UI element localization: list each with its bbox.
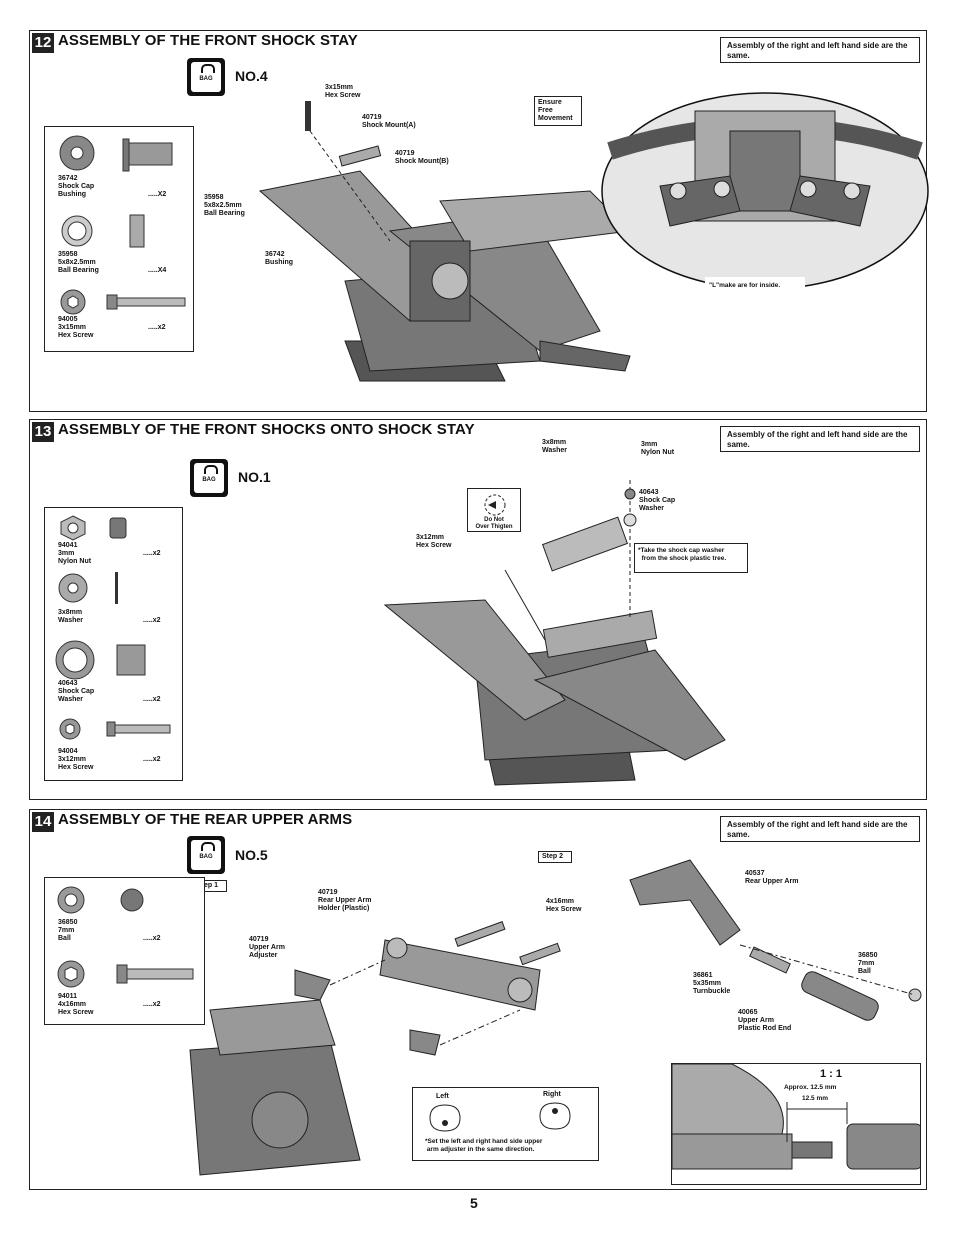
step-number: 12 bbox=[32, 33, 54, 53]
part-label: 94011 4x16mm Hex Screw bbox=[58, 993, 94, 1016]
bag-label: BAG bbox=[202, 477, 216, 483]
right-label: Right bbox=[543, 1091, 561, 1098]
callout-arm: 40537 Rear Upper Arm bbox=[745, 870, 799, 885]
step-12-panel: 12 ASSEMBLY OF THE FRONT SHOCK STAY Asse… bbox=[29, 30, 929, 412]
bushing-icon bbox=[59, 135, 173, 172]
adjuster-left-icon bbox=[429, 1104, 461, 1132]
scale-detail-illustration bbox=[672, 1064, 920, 1170]
symmetry-note: Assembly of the right and left hand side… bbox=[720, 816, 920, 842]
step-title: ASSEMBLY OF THE FRONT SHOCK STAY bbox=[58, 32, 358, 49]
step-2-label: Step 2 bbox=[538, 851, 572, 863]
step-title: ASSEMBLY OF THE FRONT SHOCKS ONTO SHOCK … bbox=[58, 421, 475, 438]
part-label: 36742 Shock Cap Bushing bbox=[58, 175, 95, 198]
step-title: ASSEMBLY OF THE REAR UPPER ARMS bbox=[58, 811, 353, 828]
part-label: 36850 7mm Ball bbox=[58, 919, 78, 942]
adjuster-right-icon bbox=[539, 1102, 571, 1130]
callout-ball: 36850 7mm Ball bbox=[858, 952, 878, 975]
parts-list: 36742 Shock Cap Bushing .....X2 35958 5x… bbox=[44, 126, 194, 352]
callout-screw: 3x12mm Hex Screw bbox=[416, 534, 452, 549]
detail-magnifier bbox=[601, 92, 929, 290]
shock-cap-washer-icon bbox=[55, 640, 146, 680]
left-label: Left bbox=[436, 1093, 449, 1100]
callout-bearing: 35958 5x8x2.5mm Ball Bearing bbox=[204, 194, 245, 217]
ball-bearing-icon bbox=[61, 214, 145, 248]
symmetry-note: Assembly of the right and left hand side… bbox=[720, 426, 920, 452]
callout-mount-b: 40719 Shock Mount(B) bbox=[395, 150, 449, 165]
ensure-note: Ensure Free Movement bbox=[534, 96, 582, 126]
callout-holder: 40719 Rear Upper Arm Holder (Plastic) bbox=[318, 889, 372, 912]
part-qty: .....X2 bbox=[148, 191, 167, 198]
part-qty: .....x2 bbox=[143, 756, 161, 763]
page-number: 5 bbox=[470, 1195, 478, 1211]
part-qty: .....x2 bbox=[143, 550, 161, 557]
bag-number: NO.5 bbox=[235, 847, 268, 863]
hex-screw-icon bbox=[60, 289, 186, 315]
parts-list: 36850 7mm Ball .....x2 94011 4x16mm Hex … bbox=[44, 877, 205, 1025]
nylon-nut-icon bbox=[60, 515, 127, 541]
do-not-overtighten-box: Do Not Over Thigten bbox=[467, 488, 521, 532]
part-qty: .....X4 bbox=[148, 267, 167, 274]
part-qty: .....x2 bbox=[143, 696, 161, 703]
rear-gearbox-illustration bbox=[189, 921, 561, 1176]
hex-screw-icon bbox=[57, 960, 194, 988]
callout-adjuster: 40719 Upper Arm Adjuster bbox=[249, 936, 285, 959]
shock-stay-assembly-illustration bbox=[258, 101, 632, 382]
bag-label: BAG bbox=[199, 76, 213, 82]
approx-label: Approx. 12.5 mm bbox=[784, 1084, 837, 1091]
step-13-panel: 13 ASSEMBLY OF THE FRONT SHOCKS ONTO SHO… bbox=[29, 419, 927, 800]
bag-number: NO.1 bbox=[238, 469, 271, 485]
dimension-label: 12.5 mm bbox=[802, 1095, 829, 1102]
part-label: 35958 5x8x2.5mm Ball Bearing bbox=[58, 251, 99, 274]
bag-icon: BAG bbox=[187, 836, 225, 874]
callout-cap-washer: 40643 Shock Cap Washer bbox=[639, 489, 676, 512]
bag-icon: BAG bbox=[187, 58, 225, 96]
part-label: 94005 3x15mm Hex Screw bbox=[58, 316, 94, 339]
scale-label: 1 : 1 bbox=[820, 1068, 843, 1080]
take-note: *Take the shock cap washer from the shoc… bbox=[634, 543, 748, 573]
shock-mount-illustration bbox=[383, 480, 726, 786]
step-number: 14 bbox=[32, 812, 54, 832]
callout-turnbuckle: 36861 5x35mm Turnbuckle bbox=[693, 972, 731, 995]
symmetry-note: Assembly of the right and left hand side… bbox=[720, 37, 920, 63]
callout-screw: 4x16mm Hex Screw bbox=[546, 898, 582, 913]
hex-screw-icon bbox=[59, 718, 171, 740]
callout-washer: 3x8mm Washer bbox=[542, 439, 568, 454]
l-mark-note: "L"make are for inside. bbox=[705, 277, 805, 297]
part-qty: .....x2 bbox=[143, 1001, 161, 1008]
bag-label: BAG bbox=[199, 854, 213, 860]
bag-number: NO.4 bbox=[235, 68, 268, 84]
washer-icon bbox=[58, 572, 118, 604]
part-label: 3x8mm Washer bbox=[58, 609, 84, 624]
part-label: 94004 3x12mm Hex Screw bbox=[58, 748, 94, 771]
part-qty: .....x2 bbox=[143, 935, 161, 942]
tighten-text: Do Not Over Thigten bbox=[475, 517, 513, 530]
step-14-panel: 14 ASSEMBLY OF THE REAR UPPER ARMS Assem… bbox=[29, 809, 927, 1190]
callout-nut: 3mm Nylon Nut bbox=[641, 441, 675, 456]
part-label: 40643 Shock Cap Washer bbox=[58, 680, 95, 703]
tighten-direction-icon bbox=[484, 494, 506, 516]
adjuster-note: *Set the left and right hand side upper … bbox=[425, 1138, 543, 1153]
adjuster-direction-box: Left Right *Set the left and right hand … bbox=[412, 1087, 599, 1161]
part-label: 94041 3mm Nylon Nut bbox=[58, 542, 92, 565]
part-qty: .....x2 bbox=[143, 617, 161, 624]
scale-detail-box: 1 : 1 Approx. 12.5 mm 12.5 mm bbox=[671, 1063, 921, 1185]
step-number: 13 bbox=[32, 422, 54, 442]
callout-bushing: 36742 Bushing bbox=[265, 251, 293, 266]
ball-icon bbox=[57, 886, 144, 914]
bag-icon: BAG bbox=[190, 459, 228, 497]
callout-mount-a: 40719 Shock Mount(A) bbox=[362, 114, 416, 129]
rear-upper-arm-illustration bbox=[629, 859, 922, 1021]
parts-list: 94041 3mm Nylon Nut .....x2 3x8mm Washer… bbox=[44, 507, 183, 781]
callout-screw: 3x15mm Hex Screw bbox=[325, 84, 361, 99]
part-qty: .....x2 bbox=[148, 324, 166, 331]
callout-rod-end: 40065 Upper Arm Plastic Rod End bbox=[738, 1009, 792, 1032]
